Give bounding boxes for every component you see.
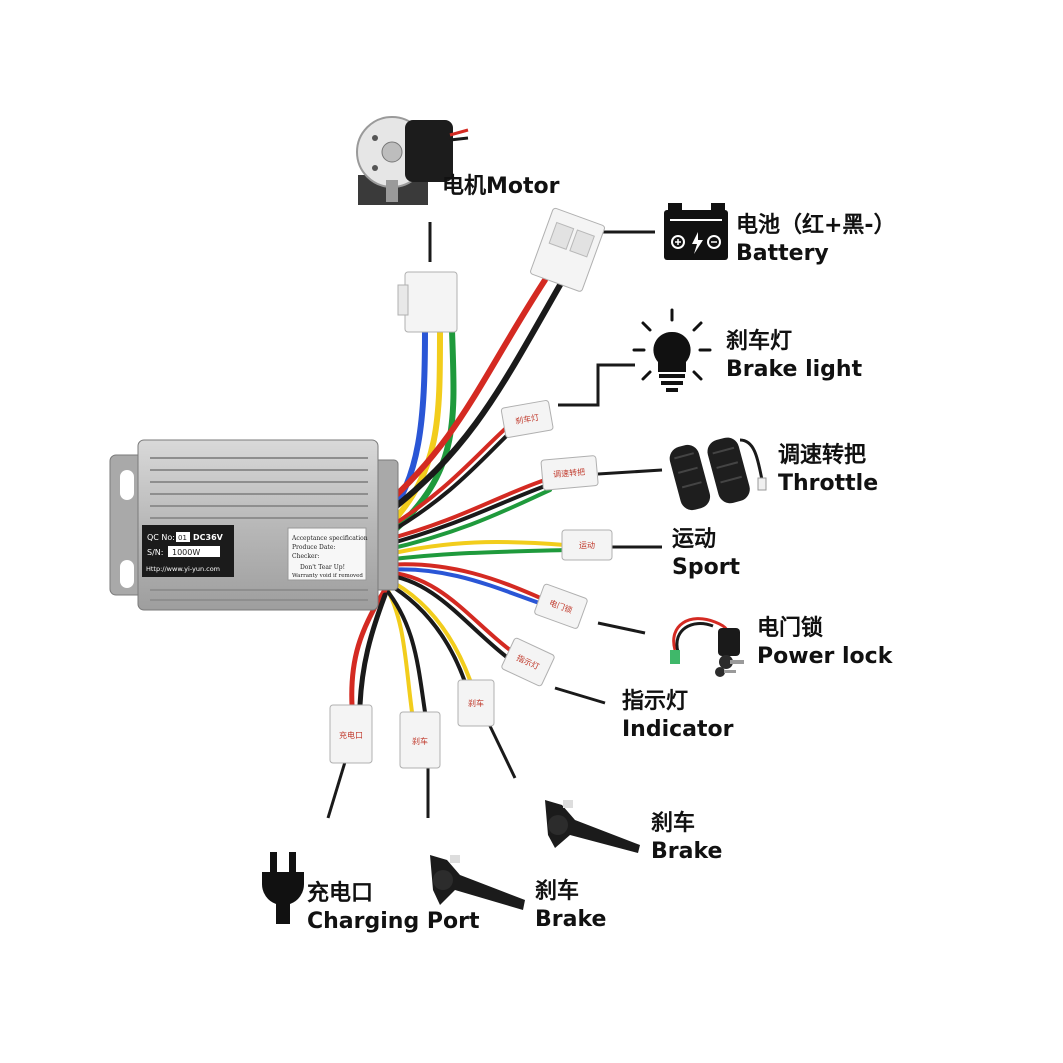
- qc-value: 01: [178, 534, 187, 542]
- motor-connector: [404, 271, 458, 333]
- label-brake-right: 刹车 Brake: [651, 810, 722, 866]
- leader-brake-light: [558, 363, 635, 407]
- wire-throttle-green: [383, 488, 552, 552]
- leader-charging: [326, 761, 347, 819]
- wire-throttle-red: [383, 478, 547, 542]
- label-brake-light-en: Brake light: [726, 357, 863, 382]
- label-sport-en: Sport: [672, 555, 741, 580]
- wire-brake1-black: [383, 586, 427, 714]
- motor-icon: [356, 116, 469, 205]
- power-lock-connector: 电门锁: [534, 583, 588, 629]
- battery-connector: [530, 207, 605, 292]
- leader-lines: [326, 222, 663, 819]
- wire-battery-red: [377, 277, 548, 513]
- produce-date-text: Produce Date:: [292, 544, 335, 551]
- label-throttle: 调速转把 Throttle: [778, 442, 878, 498]
- label-battery-en: Battery: [736, 241, 829, 266]
- acceptance-text: Acceptance specification: [291, 535, 368, 542]
- wire-lock-blue: [383, 567, 550, 608]
- leader-throttle: [597, 468, 663, 476]
- wire-brake2-yellow: [383, 576, 472, 682]
- connectors: 刹车灯 调速转把 运动 电门锁 指示灯 刹车 刹车 充电口: [329, 207, 613, 769]
- plug-icon: [261, 852, 305, 924]
- wire-brake-light-red: [383, 418, 517, 532]
- sn-value: 1000W: [172, 548, 200, 557]
- label-throttle-en: Throttle: [778, 471, 879, 496]
- wire-brake2-black: [383, 580, 467, 684]
- wire-indicator-red: [383, 570, 512, 652]
- checker-text: Checker:: [292, 553, 319, 560]
- charging-connector: 充电口: [329, 704, 373, 764]
- wire-bundle: [349, 277, 567, 714]
- label-motor: 电机Motor: [442, 173, 560, 201]
- qc-box: [176, 532, 190, 542]
- label-brake-left-cn: 刹车: [535, 879, 580, 904]
- label-charging-cn: 充电口: [307, 881, 374, 906]
- brake-light-connector: 刹车灯: [500, 400, 554, 438]
- controller-unit: QC No: 01 DC36V S/N: 1000W Http://www.yi…: [109, 439, 399, 611]
- label-indicator: 指示灯 Indicator: [622, 688, 734, 744]
- leader-brake-right: [488, 725, 517, 779]
- throttle-grip-icon: [669, 437, 767, 511]
- label-battery: 电池（红+黑-） Battery: [736, 212, 896, 268]
- tag-throttle: 调速转把: [553, 467, 586, 480]
- label-battery-cn: 电池（红+黑-）: [736, 213, 896, 238]
- wire-charge-black: [357, 592, 388, 708]
- tag-brake-light: 刹车灯: [514, 412, 539, 426]
- sn-label: S/N:: [147, 548, 163, 557]
- bracket-hole-bottom: [120, 560, 134, 588]
- battery-icon: [664, 203, 728, 260]
- leader-power-lock: [597, 621, 646, 635]
- bulb-icon: [632, 308, 712, 392]
- wire-battery-black: [382, 282, 563, 518]
- sn-box: [168, 546, 220, 557]
- website-text: Http://www.yi-yun.com: [146, 565, 220, 573]
- label-brake-left: 刹车 Brake: [535, 878, 606, 934]
- tag-brake-2: 刹车: [468, 698, 484, 708]
- warranty-sticker: [287, 527, 367, 581]
- label-brake-light: 刹车灯 Brake light: [726, 328, 862, 384]
- tag-sport: 运动: [579, 540, 595, 550]
- heatsink-fins: [150, 457, 368, 601]
- label-throttle-cn: 调速转把: [778, 443, 867, 468]
- tag-charging: 充电口: [339, 730, 363, 740]
- label-sport: 运动 Sport: [672, 526, 740, 582]
- sport-connector: 运动: [561, 529, 613, 561]
- warning-text-1: Don't Tear Up!: [300, 564, 345, 571]
- label-charging-port: 充电口 Charging Port: [307, 880, 479, 936]
- warning-text-2: Warranty void if removed: [292, 573, 363, 579]
- wire-sport-yellow: [383, 540, 567, 557]
- wire-lock-red: [383, 562, 547, 602]
- wire-sport-green: [383, 548, 567, 562]
- leader-indicator: [554, 686, 606, 705]
- label-power-lock: 电门锁 Power lock: [757, 615, 892, 671]
- wire-throttle-black: [383, 483, 550, 547]
- qc-label: QC No:: [147, 533, 175, 542]
- label-brake-light-cn: 刹车灯: [726, 329, 793, 354]
- label-brake-left-en: Brake: [535, 907, 607, 932]
- label-indicator-en: Indicator: [622, 717, 734, 742]
- label-indicator-cn: 指示灯: [622, 689, 689, 714]
- voltage-text: DC36V: [193, 533, 224, 542]
- label-motor-text: 电机Motor: [442, 174, 560, 199]
- label-charging-en: Charging Port: [307, 909, 480, 934]
- wire-motor-yellow: [387, 327, 443, 528]
- bracket-hole-top: [120, 470, 134, 500]
- label-power-lock-en: Power lock: [757, 644, 893, 669]
- throttle-connector: 调速转把: [540, 455, 599, 491]
- label-power-lock-cn: 电门锁: [757, 616, 824, 641]
- indicator-connector: 指示灯: [501, 637, 555, 687]
- tag-brake-1: 刹车: [412, 736, 428, 746]
- brake-lever-icon: [430, 855, 525, 910]
- wire-indicator-black: [383, 573, 510, 660]
- label-sport-cn: 运动: [672, 527, 717, 552]
- brake-1-connector: 刹车: [399, 711, 441, 769]
- brake-2-connector: 刹车: [457, 679, 495, 727]
- key-switch-icon: [670, 617, 744, 677]
- label-brake-right-cn: 刹车: [651, 811, 696, 836]
- brake-lever-icon: [545, 800, 640, 853]
- label-brake-right-en: Brake: [651, 839, 723, 864]
